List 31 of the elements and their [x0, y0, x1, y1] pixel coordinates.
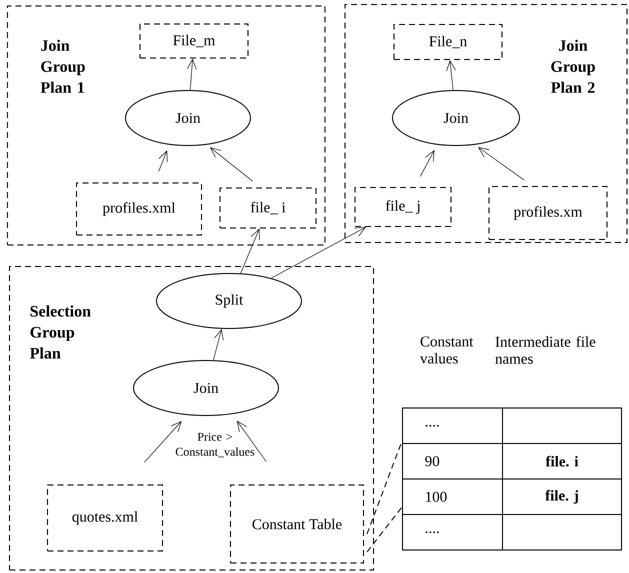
connector-line — [366, 506, 402, 552]
arrow — [240, 228, 260, 274]
file-box: profiles.xm — [488, 186, 608, 240]
table-cell: .... — [426, 531, 439, 534]
condition-label: Price > Constant_values — [176, 432, 254, 458]
file-box: File_m — [140, 24, 248, 58]
arrow — [236, 420, 267, 462]
arrow — [446, 60, 456, 90]
table-cell: file. j — [545, 490, 578, 504]
arrow — [210, 147, 254, 182]
arrow — [478, 147, 525, 180]
arrow — [144, 420, 182, 463]
group-heading: Join Group Plan 1 — [40, 40, 85, 93]
file-box: file_ j — [354, 187, 452, 227]
table-cell: file. i — [546, 456, 578, 467]
arrow — [187, 58, 197, 90]
file-box: profiles.xml — [76, 182, 202, 236]
file-box: File_n — [394, 24, 502, 60]
arrow — [158, 150, 168, 172]
arrow — [213, 328, 224, 360]
table-cell: 90 — [425, 456, 440, 466]
file-box: Constant Table — [230, 484, 364, 564]
file-box: file_ i — [220, 188, 316, 228]
column-header: Constant values — [420, 336, 474, 364]
arrow — [420, 150, 434, 177]
column-header: Intermediate file names — [495, 336, 596, 364]
file-box: quotes.xml — [47, 484, 163, 552]
table-cell: .... — [426, 424, 439, 427]
table-cell: 100 — [426, 492, 447, 502]
group-heading: Join Group Plan 2 — [551, 40, 595, 93]
group-heading: Selection Group Plan — [30, 305, 91, 359]
